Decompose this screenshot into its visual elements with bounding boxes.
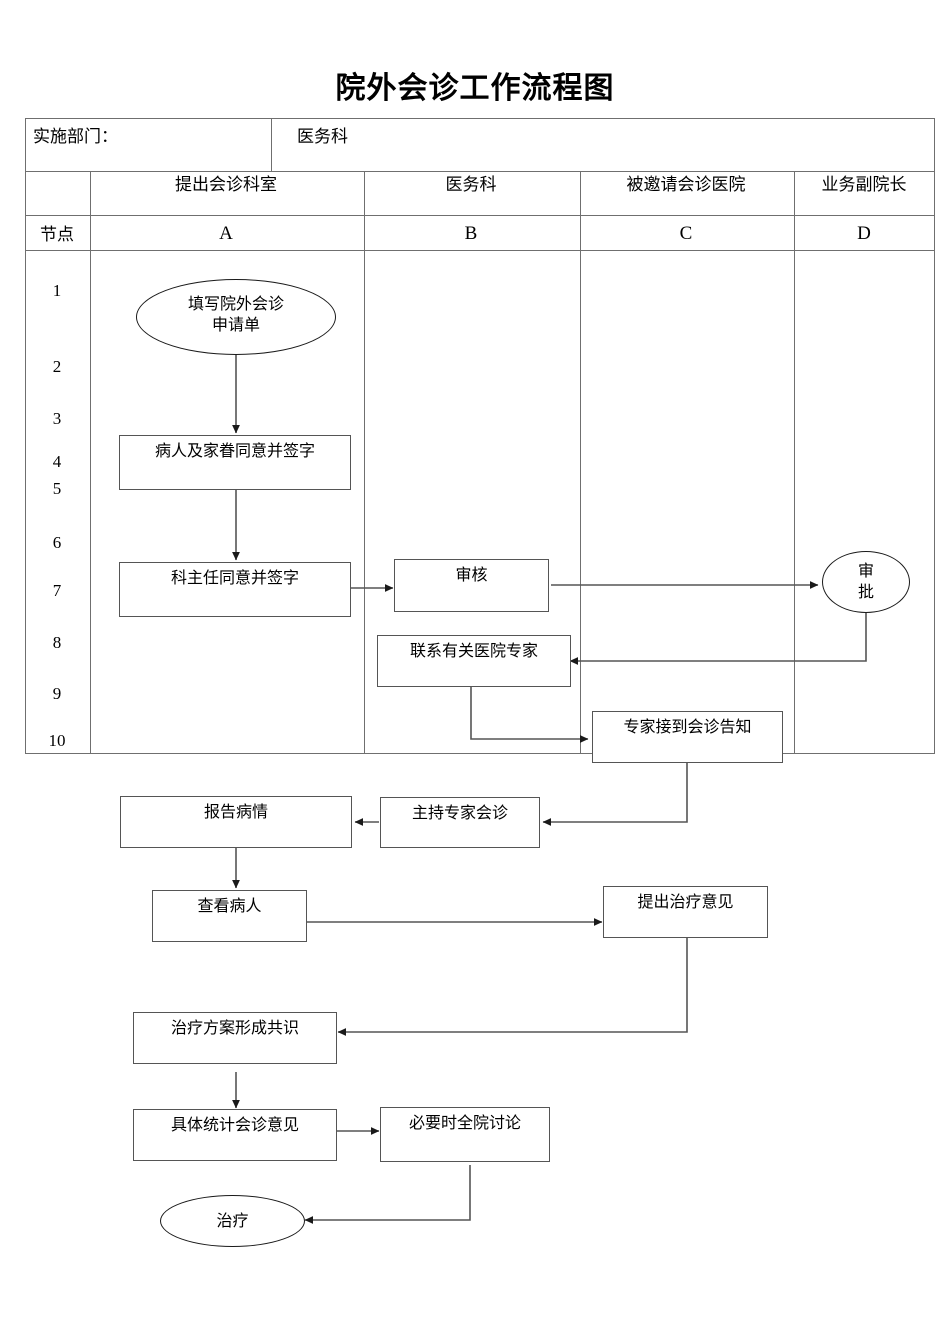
node-contact-experts[interactable]: 联系有关医院专家 — [377, 635, 571, 687]
node-report-condition[interactable]: 报告病情 — [120, 796, 352, 848]
table-vline-cd — [794, 171, 795, 753]
node-plan-consensus[interactable]: 治疗方案形成共识 — [133, 1012, 337, 1064]
table-hline-roles — [26, 215, 934, 216]
column-letter-d: D — [857, 223, 871, 244]
table-hline-letters — [26, 250, 934, 251]
node-summarize-opinion-label: 具体统计会诊意见 — [170, 1117, 299, 1134]
role-header-c: 被邀请会诊医院 — [626, 175, 746, 194]
node-expert-notified-label: 专家接到会诊告知 — [623, 719, 752, 736]
node-apply-form-label: 填写院外会诊 申请单 — [187, 296, 284, 334]
node-review-label: 审核 — [455, 567, 488, 584]
node-review[interactable]: 审核 — [394, 559, 549, 612]
node-treat-label: 治疗 — [216, 1212, 249, 1230]
node-number-7: 7 — [52, 581, 62, 600]
role-header-a: 提出会诊科室 — [175, 175, 277, 194]
node-contact-experts-label: 联系有关医院专家 — [409, 643, 538, 660]
swimlane-table — [25, 118, 935, 754]
column-letter-b: B — [464, 223, 478, 244]
node-approve-label: 审 批 — [857, 563, 874, 601]
node-number-5: 5 — [52, 479, 62, 498]
page-title: 院外会诊工作流程图 — [335, 72, 615, 105]
node-director-sign[interactable]: 科主任同意并签字 — [119, 562, 351, 617]
table-vline-ab — [364, 171, 365, 753]
role-header-d: 业务副院长 — [821, 175, 907, 194]
table-vline-bc — [580, 171, 581, 753]
table-hline-dept — [26, 171, 934, 172]
node-treat[interactable]: 治疗 — [160, 1195, 305, 1247]
node-number-10: 10 — [48, 731, 66, 750]
node-number-1: 1 — [52, 281, 62, 300]
node-hospital-discussion-label: 必要时全院讨论 — [408, 1115, 521, 1132]
node-number-6: 6 — [52, 533, 62, 552]
node-treatment-opinion[interactable]: 提出治疗意见 — [603, 886, 768, 938]
node-number-2: 2 — [52, 357, 62, 376]
node-number-8: 8 — [52, 633, 62, 652]
node-number-4: 4 — [52, 452, 62, 471]
node-apply-form[interactable]: 填写院外会诊 申请单 — [136, 279, 336, 355]
node-patient-consent[interactable]: 病人及家眷同意并签字 — [119, 435, 351, 490]
node-approve[interactable]: 审 批 — [822, 551, 910, 613]
node-patient-consent-label: 病人及家眷同意并签字 — [154, 443, 315, 460]
node-column-header: 节点 — [40, 225, 74, 244]
node-host-consult[interactable]: 主持专家会诊 — [380, 797, 540, 848]
node-number-9: 9 — [52, 684, 62, 703]
node-treatment-opinion-label: 提出治疗意见 — [637, 894, 734, 911]
node-examine-patient-label: 查看病人 — [197, 898, 262, 915]
role-header-b: 医务科 — [445, 175, 497, 194]
node-summarize-opinion[interactable]: 具体统计会诊意见 — [133, 1109, 337, 1161]
node-plan-consensus-label: 治疗方案形成共识 — [170, 1020, 299, 1037]
node-host-consult-label: 主持专家会诊 — [411, 805, 508, 822]
column-letter-a: A — [219, 223, 233, 244]
dept-value: 医务科 — [297, 127, 348, 146]
table-vline-node — [90, 171, 91, 753]
node-expert-notified[interactable]: 专家接到会诊告知 — [592, 711, 783, 763]
column-letter-c: C — [679, 223, 693, 244]
node-hospital-discussion[interactable]: 必要时全院讨论 — [380, 1107, 550, 1162]
node-report-condition-label: 报告病情 — [203, 804, 268, 821]
node-number-3: 3 — [52, 409, 62, 428]
dept-label: 实施部门： — [33, 127, 118, 146]
table-vline-dept — [271, 119, 272, 171]
node-director-sign-label: 科主任同意并签字 — [170, 570, 299, 587]
node-examine-patient[interactable]: 查看病人 — [152, 890, 307, 942]
